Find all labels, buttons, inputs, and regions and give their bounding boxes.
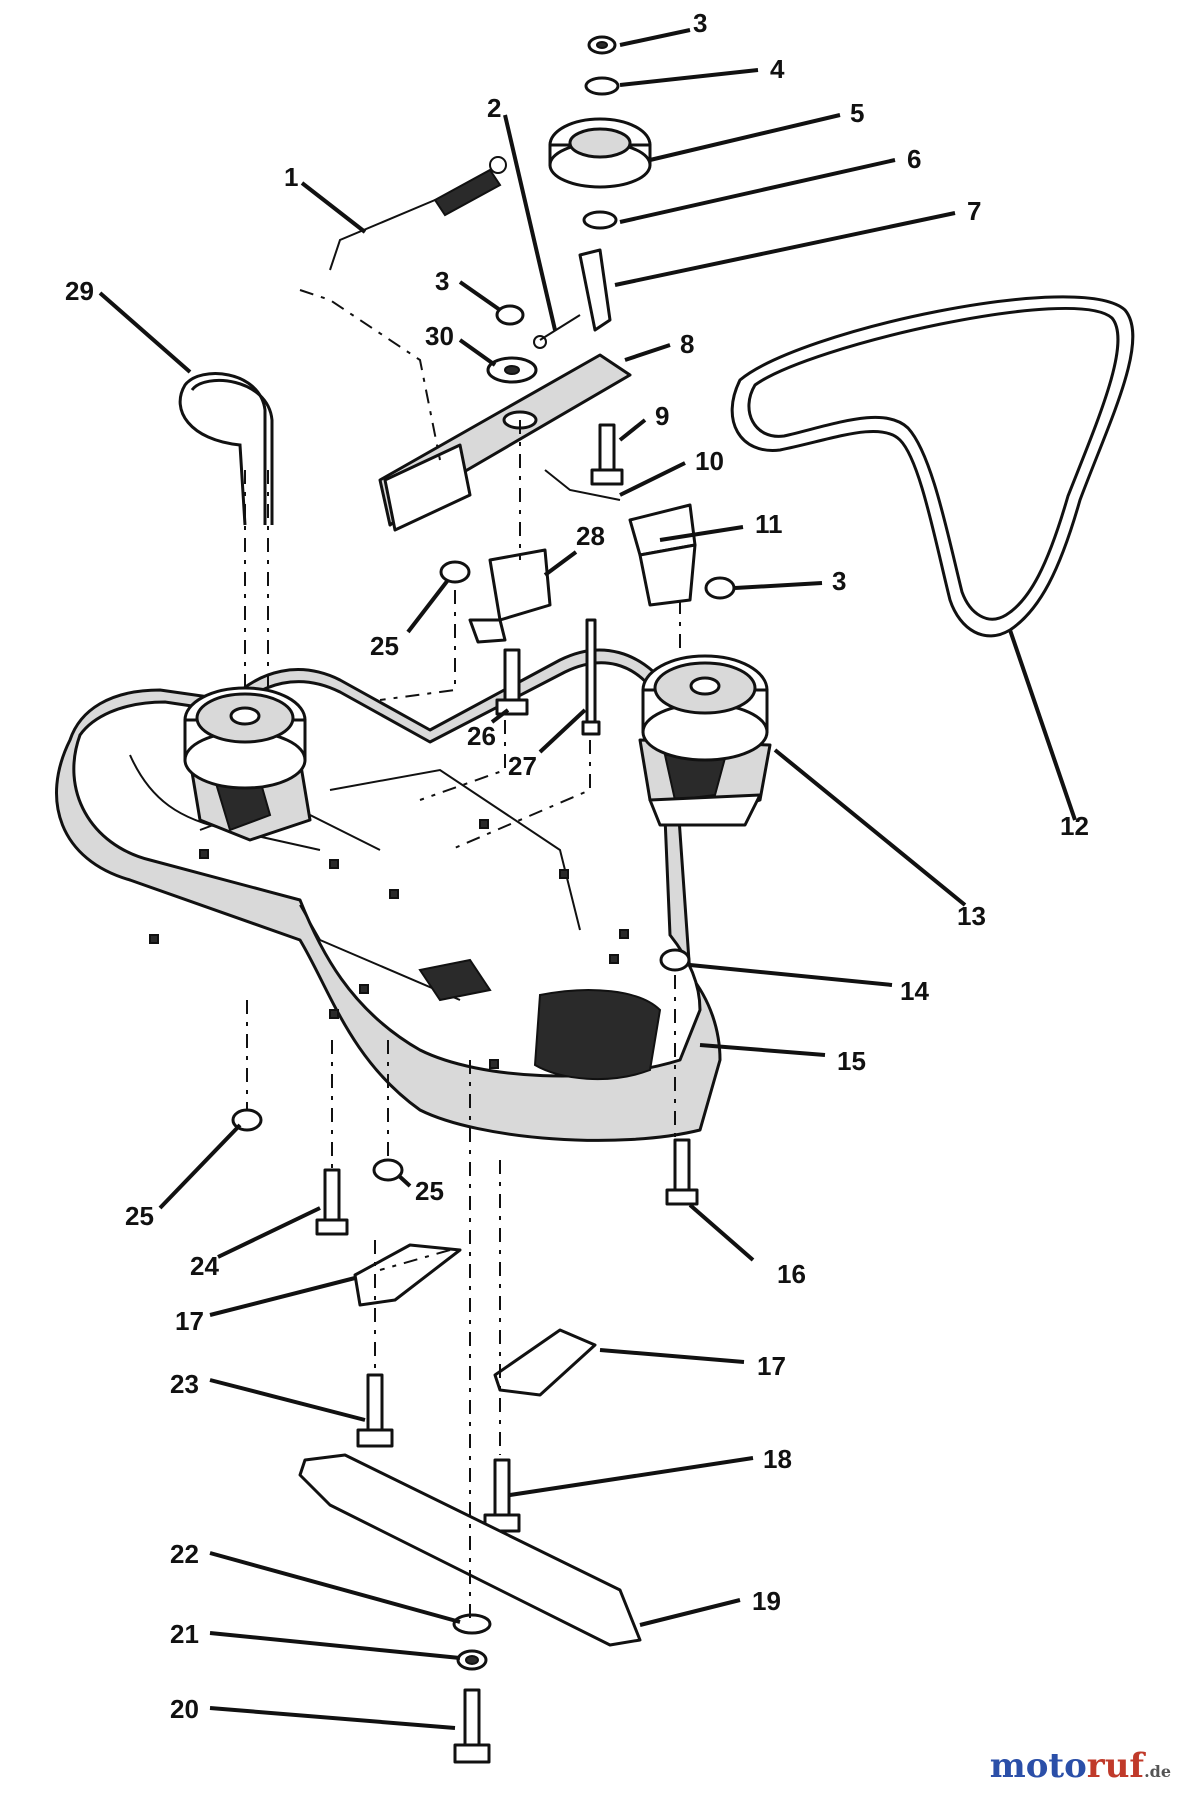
callout-15: 15 [837,1046,866,1076]
callout-7: 7 [967,196,981,226]
callout-17-right: 17 [757,1351,786,1381]
bracket-11 [628,503,697,607]
callout-28: 28 [576,521,605,551]
blade-washers-bolt [452,1613,492,1764]
watermark-part-1: moto [989,1746,1087,1786]
watermark-part-2: ruf [1086,1746,1145,1786]
callout-12: 12 [1060,811,1089,841]
callout-29: 29 [65,276,94,306]
bracket-7 [578,248,612,332]
callout-8: 8 [680,329,694,359]
right-spindle-assembly [638,654,772,827]
leader-lines [98,28,1077,1730]
callout-25-upper: 25 [370,631,399,661]
nut-and-washer [486,304,538,384]
callout-23: 23 [170,1369,199,1399]
callout-1: 1 [284,162,298,192]
callout-16: 16 [777,1259,806,1289]
callout-22: 22 [170,1539,199,1569]
callout-18: 18 [763,1444,792,1474]
left-spindle-assembly [183,686,312,842]
tension-spring [329,156,507,271]
bracket-28 [468,548,552,644]
callout-30: 30 [425,321,454,351]
lower-fasteners [231,948,699,1236]
idler-arm-bracket [378,353,632,532]
callout-21: 21 [170,1619,199,1649]
callout-25-mid: 25 [415,1176,444,1206]
mower-deck-housing [55,648,722,1142]
callout-3-top: 3 [693,8,707,38]
callout-labels: 1 2 3 3 3 4 5 6 7 8 9 10 11 12 13 14 15 … [65,8,1089,1724]
callout-2: 2 [487,93,501,123]
anti-scalp-plates [353,1243,597,1397]
callout-27: 27 [508,751,537,781]
callout-10: 10 [695,446,724,476]
callout-17-left: 17 [175,1306,204,1336]
rod-10 [544,469,621,501]
cotter-pin [533,314,581,349]
callout-3-right: 3 [832,566,846,596]
callout-19: 19 [752,1586,781,1616]
idler-pulley-stack [548,35,652,230]
callout-25-left: 25 [125,1201,154,1231]
nut-3-right [704,576,736,600]
alignment-lines [244,289,681,1620]
callout-20: 20 [170,1694,199,1724]
callout-11: 11 [755,509,783,539]
callout-3-mid: 3 [435,266,449,296]
callout-14: 14 [900,976,929,1006]
callout-13: 13 [957,901,986,931]
pin-27 [581,618,601,736]
callout-6: 6 [907,144,921,174]
callout-26: 26 [467,721,496,751]
callout-24: 24 [190,1251,219,1281]
callout-4: 4 [770,54,785,84]
handle-29 [178,372,274,526]
site-watermark: motoruf.de [990,1746,1171,1786]
callout-9: 9 [655,401,669,431]
bolt-9 [590,423,624,486]
watermark-part-3: .de [1144,1762,1171,1781]
callout-5: 5 [850,98,864,128]
nut-25-upper [439,560,471,584]
